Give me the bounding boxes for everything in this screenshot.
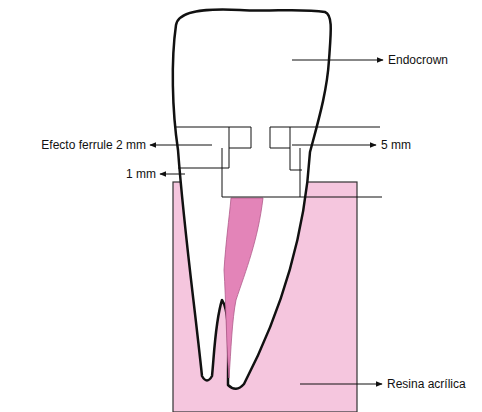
dimension-label: 5 mm	[381, 138, 411, 152]
part-label: Resina acrílica	[387, 377, 466, 391]
root-canal	[224, 198, 263, 378]
ferrule-bracket	[178, 148, 229, 168]
dimension-line	[270, 127, 380, 128]
leader-arrow	[300, 384, 382, 385]
ferrule-bracket	[229, 127, 251, 148]
dimension-lines	[175, 127, 382, 197]
dimension-line	[175, 127, 251, 128]
leader-lines	[150, 60, 383, 384]
leader-arrow	[292, 145, 376, 146]
dimension-label: 1 mm	[126, 167, 156, 181]
leader-arrow	[160, 174, 185, 175]
endocrown-cavity-line	[300, 148, 301, 197]
leader-arrow	[292, 60, 383, 61]
leader-arrow	[150, 145, 212, 146]
endocrown-cavity-line	[222, 148, 382, 197]
dimension-label: Efecto ferrule 2 mm	[41, 138, 146, 152]
tooth-outline	[173, 10, 331, 389]
depth-bracket	[270, 127, 290, 148]
part-label: Endocrown	[388, 53, 448, 67]
